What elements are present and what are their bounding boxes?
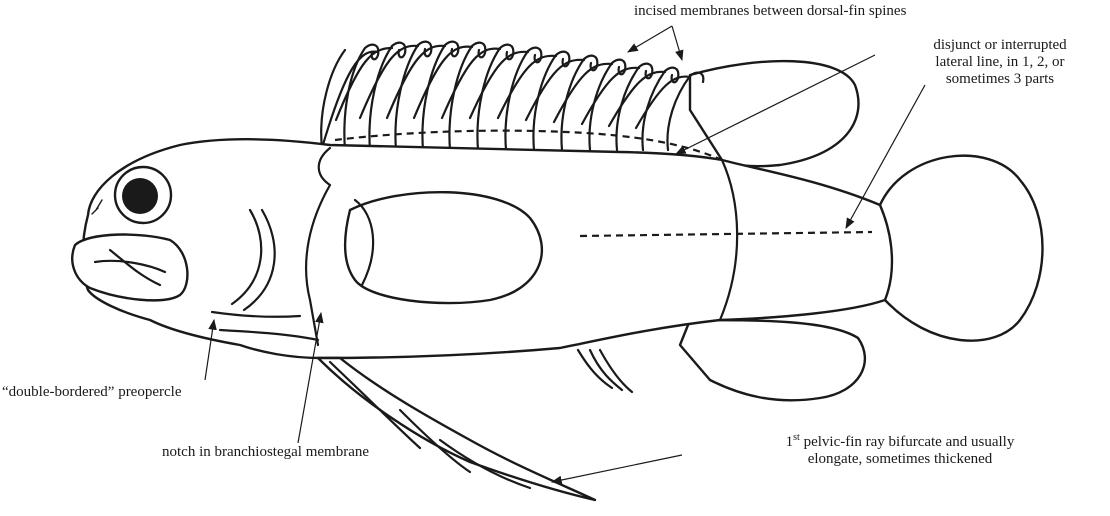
spiny-dorsal-fin bbox=[321, 42, 703, 150]
fish-pupil bbox=[122, 178, 158, 214]
label-lateral-line-2: lateral line, in 1, 2, or bbox=[890, 54, 1110, 71]
caudal-fin bbox=[880, 156, 1043, 341]
label-branchiostegal-notch: notch in branchiostegal membrane bbox=[162, 444, 369, 461]
label-lateral-line-3: sometimes 3 parts bbox=[890, 71, 1110, 88]
label-pelvic-fin-1: 1st pelvic-fin ray bifurcate and usually bbox=[690, 429, 1110, 451]
label-preopercle: “double-bordered” preopercle bbox=[2, 384, 181, 401]
soft-dorsal-fin bbox=[690, 61, 858, 166]
label-lateral-line: disjunct or interrupted lateral line, in… bbox=[890, 37, 1110, 88]
label-lateral-line-1: disjunct or interrupted bbox=[890, 37, 1110, 54]
pectoral-fin bbox=[345, 192, 542, 303]
pelvic-fin bbox=[318, 358, 595, 500]
label-pelvic-fin-2: elongate, sometimes thickened bbox=[690, 451, 1110, 468]
label-incised-membranes: incised membranes between dorsal-fin spi… bbox=[634, 3, 906, 20]
anal-fin bbox=[680, 320, 865, 400]
label-pelvic-fin: 1st pelvic-fin ray bifurcate and usually… bbox=[690, 429, 1110, 468]
